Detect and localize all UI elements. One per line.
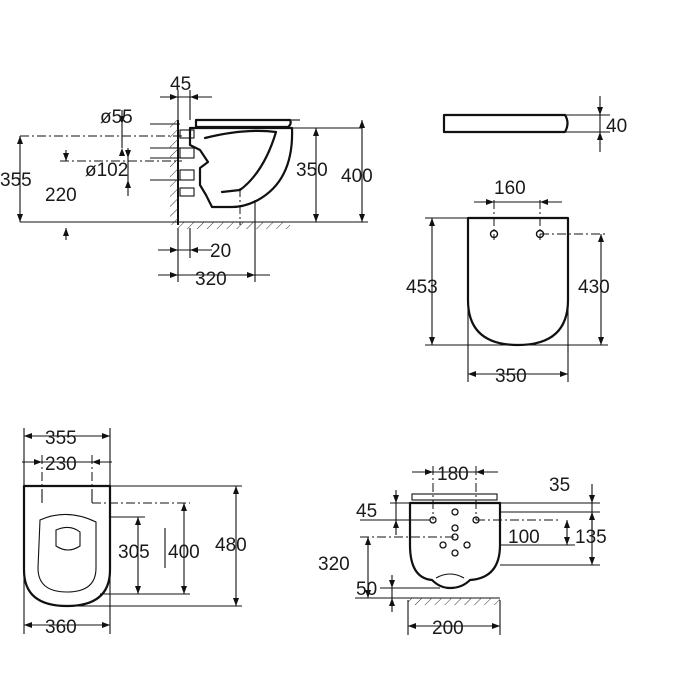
dim-453: 453 xyxy=(406,277,438,298)
dim-top-355: 355 xyxy=(45,428,77,449)
bowl-top-drain xyxy=(55,526,81,551)
bowl-inner-curve xyxy=(203,129,278,194)
dim-d102: ø102 xyxy=(85,160,128,181)
dim-top-400: 400 xyxy=(168,542,200,563)
seat-lid-side xyxy=(194,118,292,129)
dim-480: 480 xyxy=(215,535,247,556)
dim-20: 20 xyxy=(210,241,231,262)
seat-top-outline xyxy=(466,216,570,347)
bowl-top-outline xyxy=(22,484,112,608)
front-seat-strip xyxy=(411,493,498,501)
inlet-stub xyxy=(179,129,195,139)
dim-200: 200 xyxy=(432,618,464,639)
dim-50: 50 xyxy=(356,579,377,600)
dim-front-320: 320 xyxy=(318,554,350,575)
dim-seat-350: 350 xyxy=(495,366,527,387)
dim-160: 160 xyxy=(494,178,526,199)
dim-360: 360 xyxy=(45,617,77,638)
side-view: 45 ø55 ø102 355 220 350 xyxy=(0,74,373,290)
wall-hatch xyxy=(170,120,178,225)
bowl-front-outline xyxy=(408,501,502,590)
outlet-stub-lower xyxy=(179,169,195,181)
outlet-stub-upper xyxy=(179,147,195,159)
bowl-front-foot xyxy=(435,573,465,579)
bowl-top-inner xyxy=(37,513,97,593)
dim-305: 305 xyxy=(118,542,150,563)
bowl-side-profile xyxy=(188,126,294,209)
dim-45: 45 xyxy=(170,74,191,95)
seat-views: 40 160 453 430 350 xyxy=(406,96,627,387)
dim-135: 135 xyxy=(575,527,607,548)
dim-320: 320 xyxy=(195,269,227,290)
top-view: 355 230 305 400 480 xyxy=(22,428,247,638)
dim-400: 400 xyxy=(341,166,373,187)
front-floor-hatch xyxy=(408,598,500,605)
dim-220: 220 xyxy=(45,185,77,206)
fixing-stub xyxy=(179,187,195,197)
floor-hatch xyxy=(178,222,290,229)
dim-230: 230 xyxy=(45,454,77,475)
dim-35: 35 xyxy=(549,475,570,496)
dim-350: 350 xyxy=(296,160,328,181)
seat-profile xyxy=(442,113,569,134)
dim-100: 100 xyxy=(508,527,540,548)
dim-front-45: 45 xyxy=(356,501,377,522)
dim-355: 355 xyxy=(0,170,32,191)
front-connection-marks xyxy=(429,508,480,557)
dim-430: 430 xyxy=(578,277,610,298)
dim-180: 180 xyxy=(437,464,469,485)
dim-40: 40 xyxy=(606,116,627,137)
front-view: 180 35 45 100 135 320 xyxy=(318,464,607,639)
dim-d55: ø55 xyxy=(100,107,133,128)
